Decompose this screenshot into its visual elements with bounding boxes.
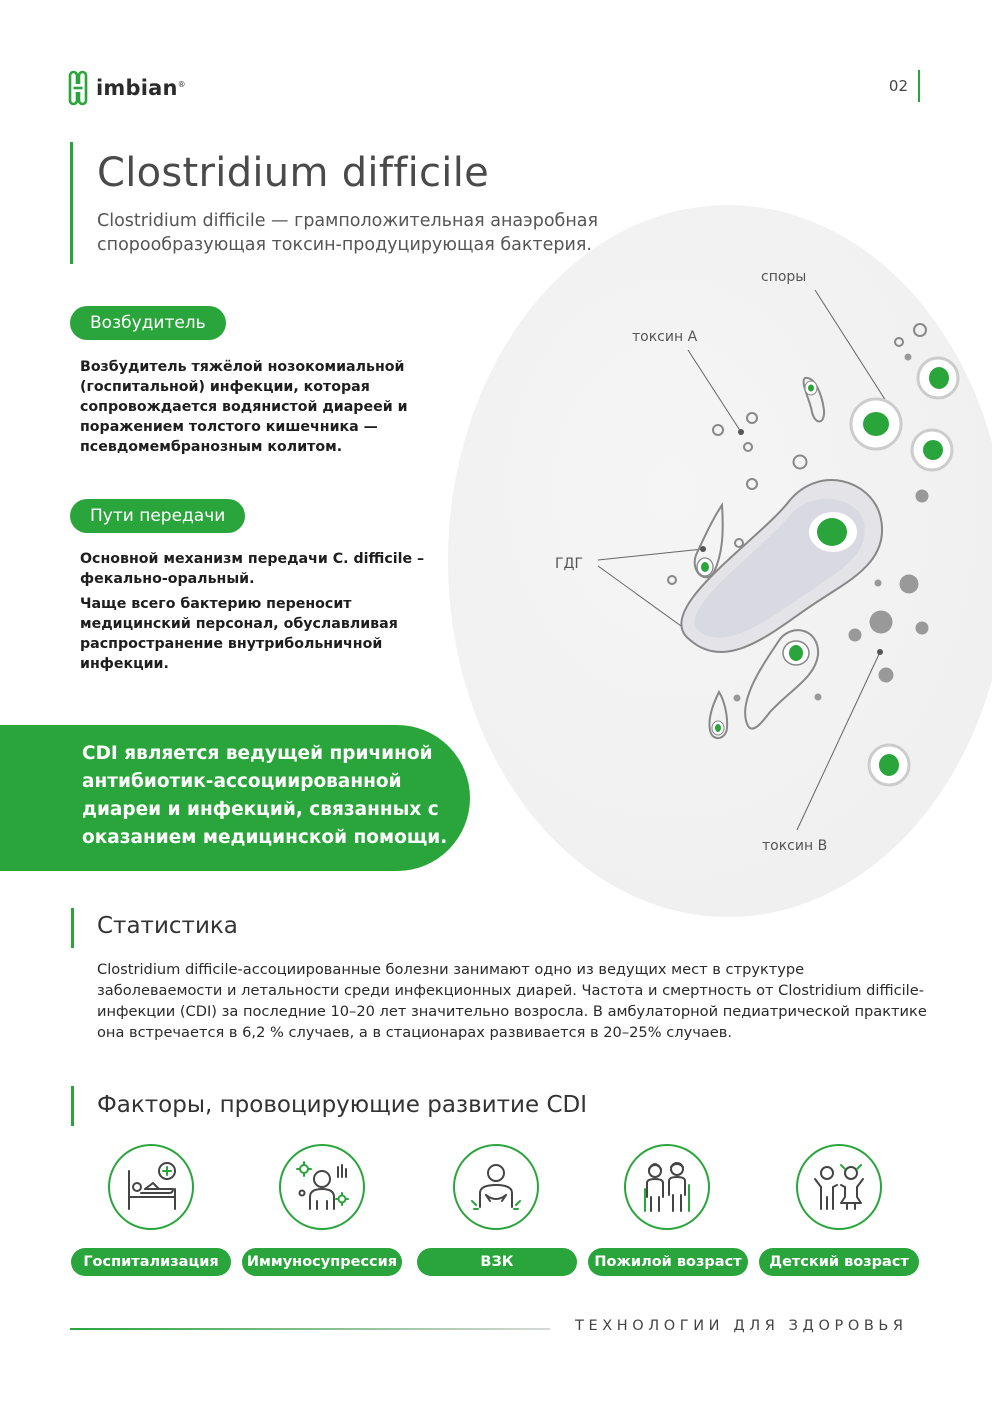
statistics-accent-bar <box>71 908 74 948</box>
small-bacterium-left <box>693 501 724 579</box>
toxin-b-particles <box>733 353 929 702</box>
label-gdg: ГДГ <box>555 556 583 572</box>
page-title: Clostridium difficile <box>97 150 490 196</box>
pathogen-pill: Возбудитель <box>70 306 226 340</box>
transmission-text-1: Основной механизм передачи C. difficile … <box>80 551 425 587</box>
title-accent-bar <box>70 142 73 264</box>
label-toxin-a: токсин А <box>632 329 698 345</box>
elderly-couple-icon <box>624 1144 710 1230</box>
toxin-a-particles <box>667 323 927 585</box>
pathogen-text: Возбудитель тяжёлой нозокомиальной (госп… <box>80 359 408 455</box>
factor-label-hospitalization: Госпитализация <box>71 1248 231 1276</box>
label-toxin-b: токсин В <box>762 838 827 854</box>
small-bacterium-top <box>802 376 826 423</box>
logo: imbian® <box>68 70 186 106</box>
page-number: 02 <box>889 70 920 102</box>
children-icon <box>796 1144 882 1230</box>
highlight-banner <box>0 725 470 871</box>
transmission-pill: Пути передачи <box>70 499 246 533</box>
small-bacterium-bottom <box>708 689 729 739</box>
medium-bacterium <box>744 629 820 730</box>
large-bacterium <box>680 479 883 653</box>
logo-text: imbian® <box>96 76 186 100</box>
statistics-text: Clostridium difficile-ассоциированные бо… <box>97 961 927 1041</box>
imbian-logo-icon <box>68 70 88 106</box>
factor-label-children: Детский возраст <box>759 1248 919 1276</box>
footer-line <box>70 1328 550 1330</box>
factor-label-immunosuppression: Иммуносупрессия <box>242 1248 402 1276</box>
spores <box>849 356 960 787</box>
footer-tagline: ТЕХНОЛОГИИ ДЛЯ ЗДОРОВЬЯ <box>575 1318 908 1334</box>
transmission-text-2: Чаще всего бактерию переносит медицински… <box>80 596 398 672</box>
factor-label-ibd: ВЗК <box>417 1248 577 1276</box>
factors-accent-bar <box>71 1086 74 1126</box>
hospital-bed-icon <box>108 1144 194 1230</box>
statistics-title: Статистика <box>97 913 238 939</box>
bacteria-illustration: споры токсин А ГДГ токсин В <box>555 269 960 854</box>
page-number-text: 02 <box>888 77 908 95</box>
immune-virus-icon <box>279 1144 365 1230</box>
page-number-bar <box>918 70 920 102</box>
factor-label-elderly: Пожилой возраст <box>588 1248 748 1276</box>
illustration-background <box>448 205 992 917</box>
abdominal-pain-icon <box>453 1144 539 1230</box>
page-subtitle: Clostridium difficile — грамположительна… <box>97 211 599 255</box>
highlight-text: CDI является ведущей причиной антибиотик… <box>82 743 448 848</box>
factors-title: Факторы, провоцирующие развитие CDI <box>97 1092 588 1118</box>
label-spores: споры <box>761 269 806 285</box>
